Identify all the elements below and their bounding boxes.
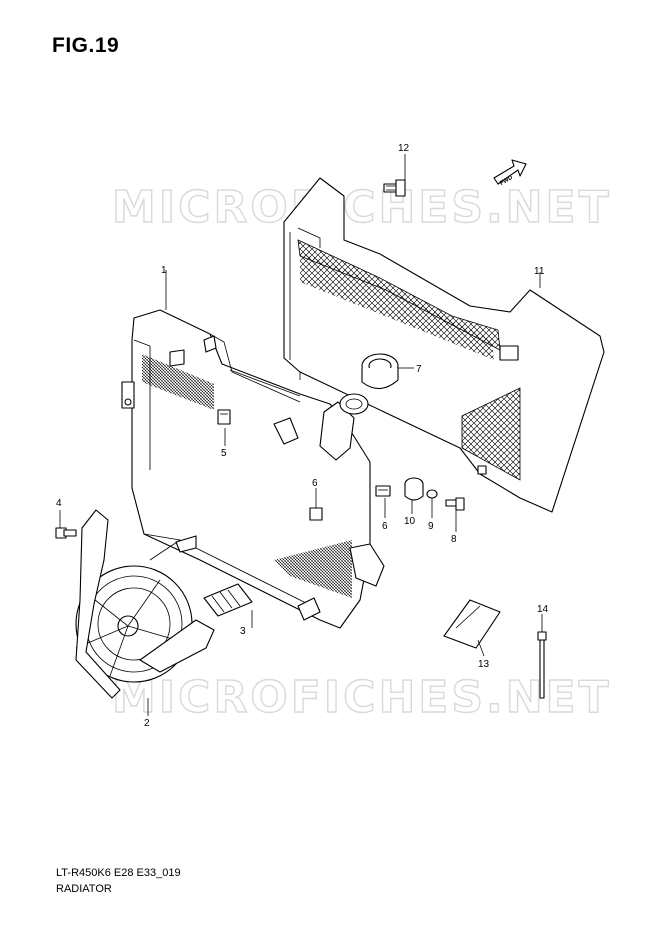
fan-assembly [75, 509, 215, 699]
bolt-8 [445, 497, 465, 511]
figure-code: LT-R450K6 E28 E33_019 [56, 867, 181, 879]
callout-8: 8 [451, 534, 457, 545]
callout-11: 11 [534, 266, 545, 277]
callout-4: 4 [56, 498, 62, 509]
radiator-cap [339, 353, 399, 415]
callout-10: 10 [404, 516, 416, 527]
callout-1: 1 [161, 265, 167, 276]
clamp-14 [537, 631, 547, 699]
nut-5 [217, 409, 231, 425]
callout-3: 3 [240, 626, 246, 637]
callout-2: 2 [144, 718, 150, 729]
watermark-top: MICROFICHES.NET [112, 182, 612, 233]
watermark-bottom: MICROFICHES.NET [112, 672, 612, 723]
nut-6-right [375, 485, 391, 497]
callout-6-right: 6 [382, 521, 388, 532]
hose-3 [203, 583, 253, 617]
nut-6-left [309, 507, 323, 521]
bolt-4 [55, 527, 77, 539]
guard-13 [443, 599, 501, 649]
callout-9: 9 [428, 521, 434, 532]
figure-name: RADIATOR [56, 883, 112, 895]
callout-7: 7 [416, 364, 422, 375]
bolt-12 [383, 179, 406, 197]
callout-13: 13 [478, 659, 490, 670]
callout-12: 12 [398, 143, 410, 154]
cushion-10 [404, 477, 424, 501]
callout-6-left: 6 [312, 478, 318, 489]
figure-title: FIG.19 [52, 34, 120, 57]
radiator-guard [283, 177, 605, 513]
callout-14: 14 [537, 604, 549, 615]
callout-5: 5 [221, 448, 227, 459]
collar-9 [426, 489, 438, 499]
leader-lines [59, 154, 543, 716]
